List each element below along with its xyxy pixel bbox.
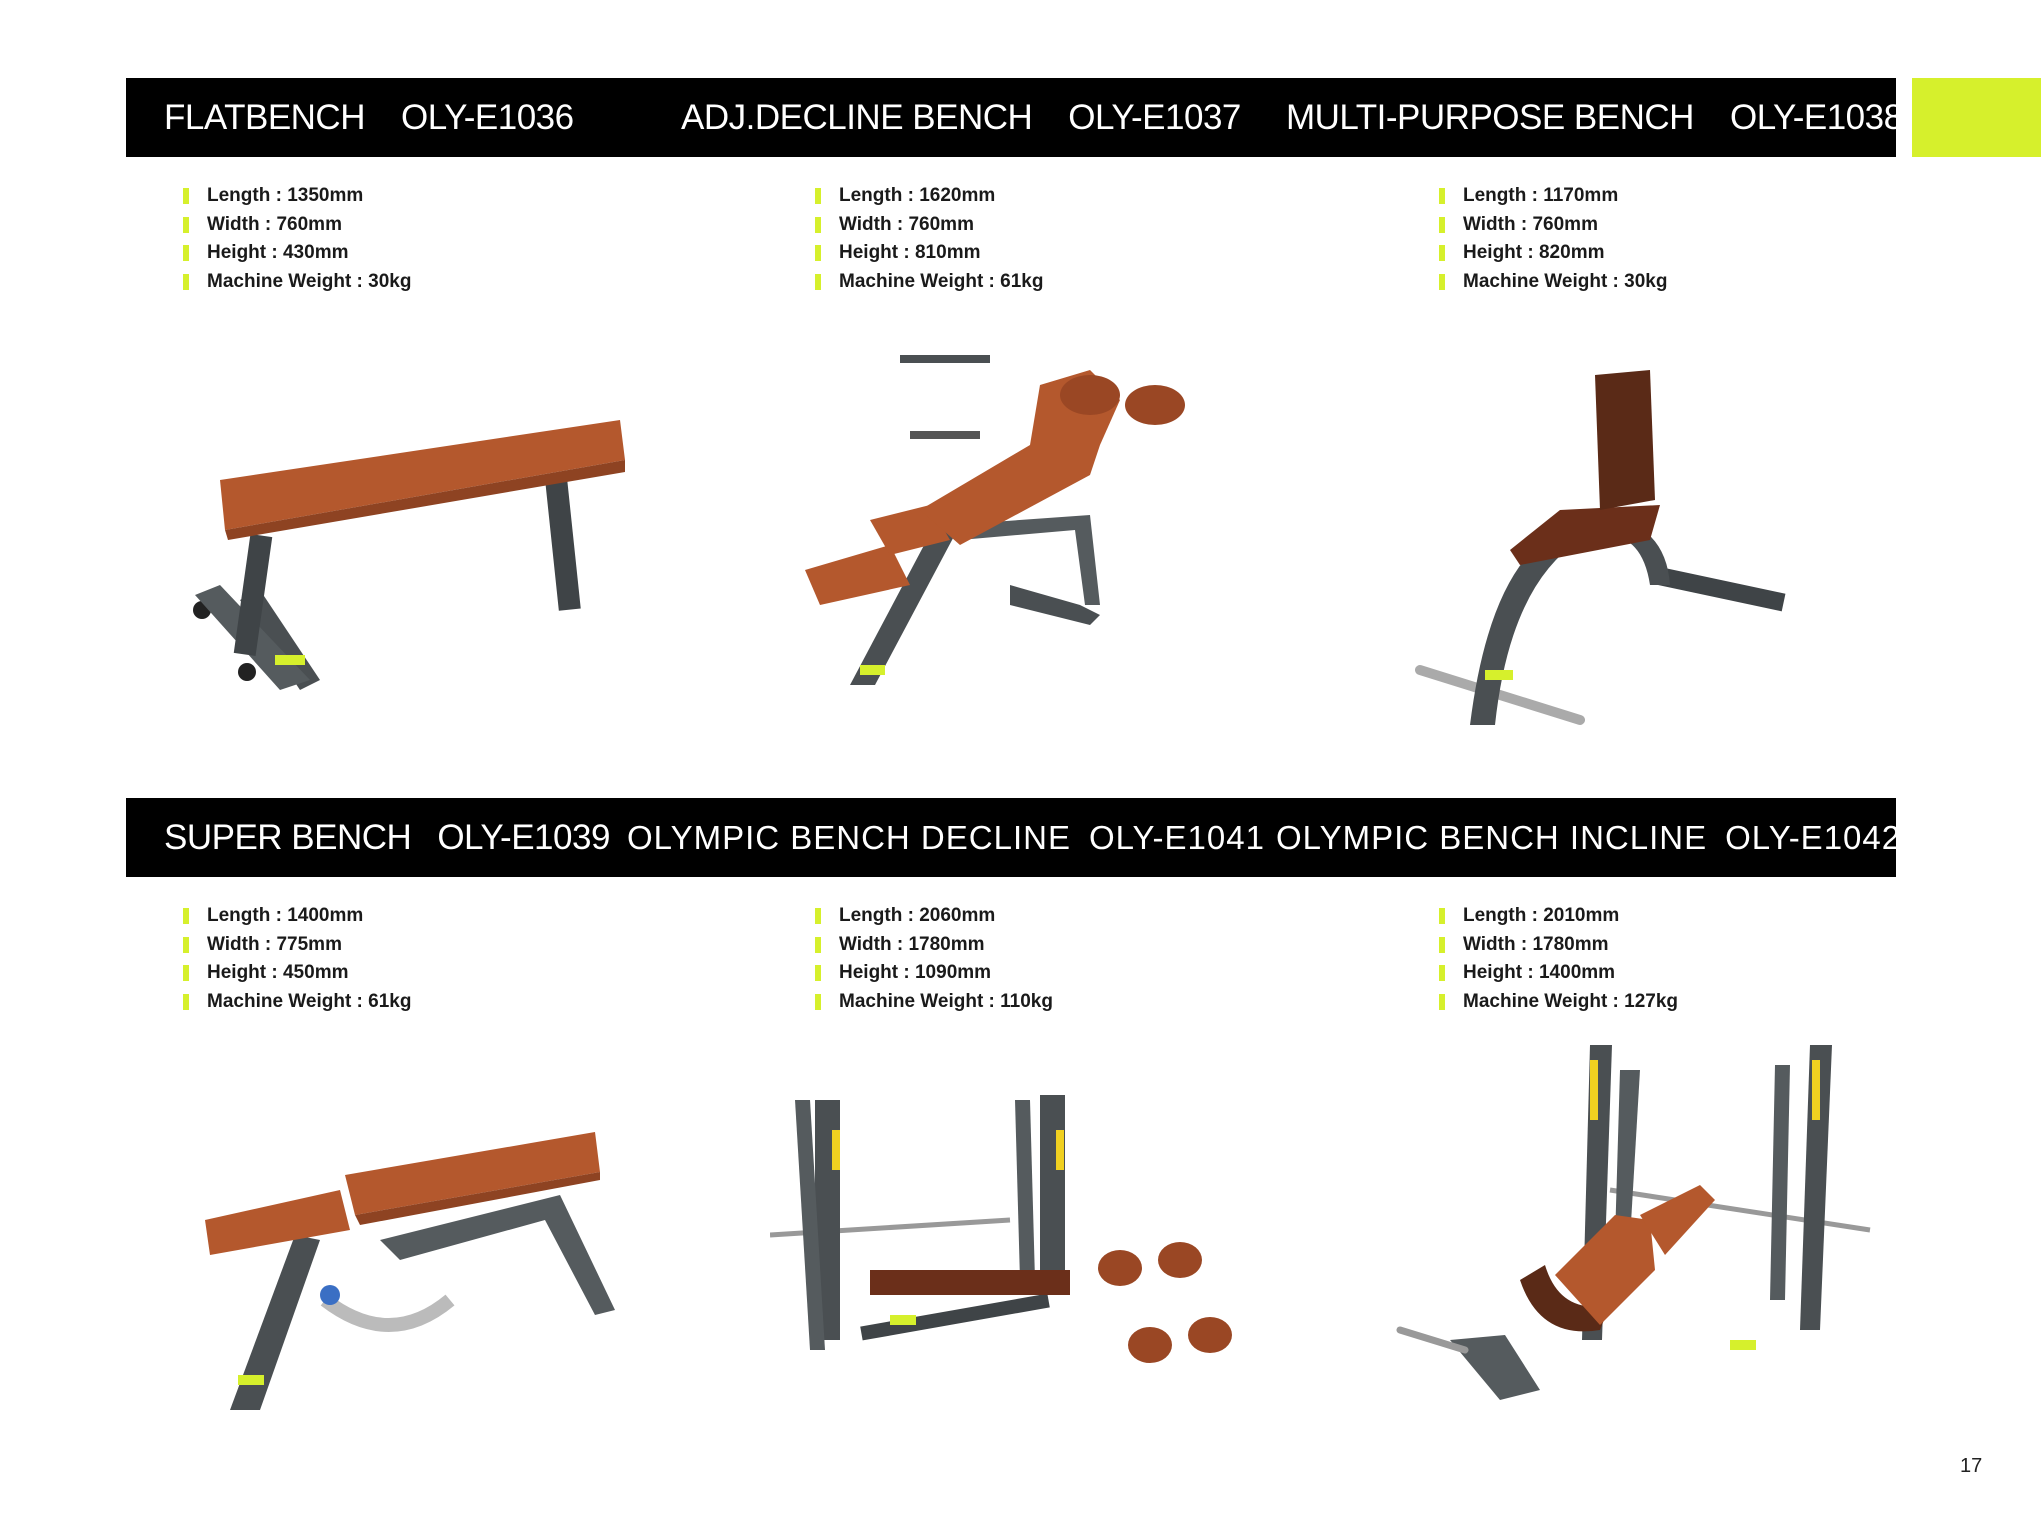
- product-header-e1041: OLYMPIC BENCH DECLINE OLY-E1041: [627, 798, 1265, 877]
- product-header-e1042: OLYMPIC BENCH INCLINE OLY-E1042: [1276, 798, 1901, 877]
- product-name: OLYMPIC BENCH DECLINE: [627, 819, 1071, 856]
- accent-block: [1912, 78, 2041, 157]
- product-header-e1038: MULTI-PURPOSE BENCH OLY-E1038: [1286, 78, 1903, 157]
- spec-length: Length : 1400mm: [183, 902, 411, 931]
- product-header-e1037: ADJ.DECLINE BENCH OLY-E1037: [681, 78, 1241, 157]
- olympic-bench-incline-image: [1396, 1045, 1871, 1400]
- spec-width: Width : 760mm: [1439, 211, 1667, 240]
- product-code: OLY-E1039: [437, 818, 610, 857]
- spec-list-e1037: Length : 1620mm Width : 760mm Height : 8…: [815, 182, 1043, 296]
- spec-list-e1042: Length : 2010mm Width : 1780mm Height : …: [1439, 902, 1678, 1016]
- product-code: OLY-E1036: [401, 98, 574, 137]
- spec-length: Length : 1620mm: [815, 182, 1043, 211]
- spec-width: Width : 760mm: [183, 211, 411, 240]
- product-code: OLY-E1042: [1725, 819, 1902, 856]
- product-name: ADJ.DECLINE BENCH: [681, 98, 1033, 137]
- spec-list-e1039: Length : 1400mm Width : 775mm Height : 4…: [183, 902, 411, 1016]
- product-header-e1036: FLATBENCH OLY-E1036: [164, 78, 574, 157]
- product-code: OLY-E1038: [1729, 98, 1903, 137]
- spec-height: Height : 1090mm: [815, 959, 1053, 988]
- spec-weight: Machine Weight : 110kg: [815, 988, 1053, 1017]
- spec-list-e1038: Length : 1170mm Width : 760mm Height : 8…: [1439, 182, 1667, 296]
- spec-height: Height : 450mm: [183, 959, 411, 988]
- spec-list-e1041: Length : 2060mm Width : 1780mm Height : …: [815, 902, 1053, 1016]
- flatbench-image: [193, 420, 625, 690]
- product-code: OLY-E1037: [1068, 98, 1241, 137]
- spec-weight: Machine Weight : 30kg: [183, 268, 411, 297]
- spec-weight: Machine Weight : 61kg: [183, 988, 411, 1017]
- page-number: 17: [1960, 1455, 1983, 1477]
- spec-length: Length : 1350mm: [183, 182, 411, 211]
- spec-height: Height : 820mm: [1439, 239, 1667, 268]
- spec-weight: Machine Weight : 127kg: [1439, 988, 1678, 1017]
- super-bench-image: [205, 1132, 615, 1410]
- header-bar-top: [126, 78, 1896, 157]
- olympic-bench-decline-image: [770, 1095, 1232, 1363]
- product-code: OLY-E1041: [1088, 819, 1265, 856]
- spec-weight: Machine Weight : 61kg: [815, 268, 1043, 297]
- spec-weight: Machine Weight : 30kg: [1439, 268, 1667, 297]
- spec-height: Height : 430mm: [183, 239, 411, 268]
- product-name: OLYMPIC BENCH INCLINE: [1276, 819, 1708, 856]
- spec-width: Width : 1780mm: [815, 931, 1053, 960]
- product-header-e1039: SUPER BENCH OLY-E1039: [164, 798, 610, 877]
- spec-height: Height : 810mm: [815, 239, 1043, 268]
- product-name: FLATBENCH: [164, 98, 366, 137]
- adj-decline-bench-image: [805, 355, 1185, 685]
- spec-height: Height : 1400mm: [1439, 959, 1678, 988]
- product-name: SUPER BENCH: [164, 818, 412, 857]
- spec-width: Width : 1780mm: [1439, 931, 1678, 960]
- spec-length: Length : 2010mm: [1439, 902, 1678, 931]
- spec-width: Width : 760mm: [815, 211, 1043, 240]
- spec-length: Length : 2060mm: [815, 902, 1053, 931]
- spec-length: Length : 1170mm: [1439, 182, 1667, 211]
- header-bar-bottom: [126, 798, 1896, 877]
- spec-list-e1036: Length : 1350mm Width : 760mm Height : 4…: [183, 182, 411, 296]
- spec-width: Width : 775mm: [183, 931, 411, 960]
- multi-purpose-bench-image: [1415, 370, 1786, 725]
- product-name: MULTI-PURPOSE BENCH: [1286, 98, 1694, 137]
